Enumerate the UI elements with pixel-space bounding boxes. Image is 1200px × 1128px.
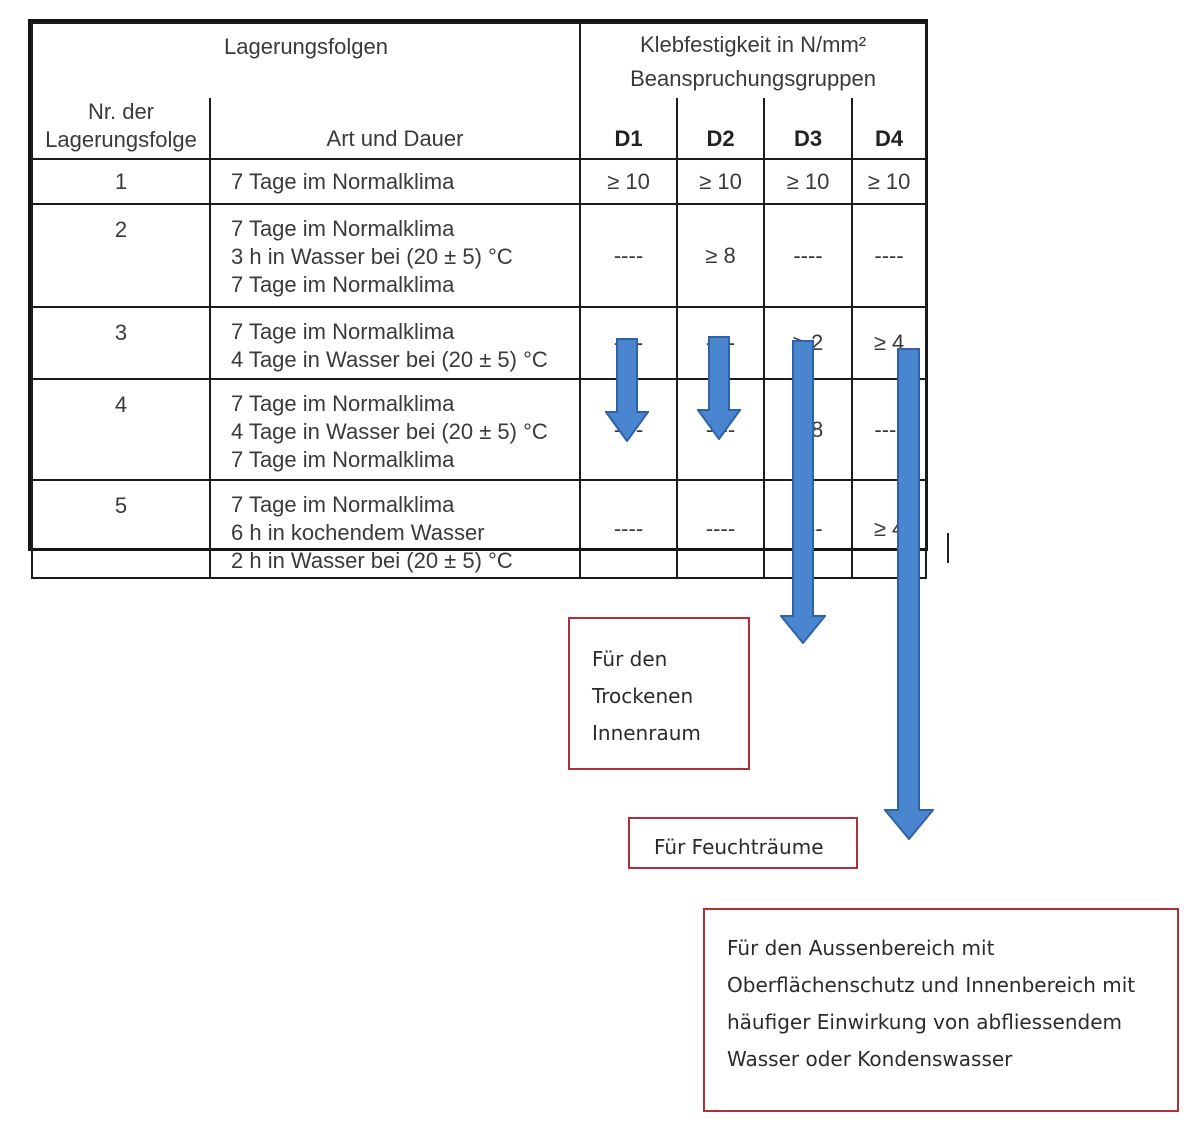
header-art-und-dauer: Art und Dauer	[208, 97, 582, 160]
row-art: 7 Tage im Normalklima 6 h in kochendem W…	[208, 479, 582, 579]
note-dry-interior: Für den Trockenen Innenraum	[568, 617, 750, 770]
cell-d3: ≥ 10	[763, 158, 854, 205]
row-art-line: 7 Tage im Normalklima	[231, 272, 455, 297]
row-art-line: 7 Tage im Normalklima	[231, 492, 455, 517]
header-lagerungsfolgen: Lagerungsfolgen	[30, 22, 582, 97]
row-art: 7 Tage im Normalklima 4 Tage in Wasser b…	[208, 306, 582, 380]
table-row: 2 7 Tage im Normalklima 3 h in Wasser be…	[31, 203, 928, 308]
row-art: 7 Tage im Normalklima	[208, 158, 582, 205]
row-art-line: 6 h in kochendem Wasser	[231, 520, 485, 545]
cell-d2: ≥ 10	[676, 158, 766, 205]
arrow-down-icon	[697, 336, 741, 440]
note-line: Wasser oder Kondenswasser	[727, 1047, 1013, 1071]
header-klebfestigkeit-label: Klebfestigkeit in N/mm²	[639, 32, 867, 57]
header-d2: D2	[676, 97, 766, 160]
header-d1: D1	[579, 97, 679, 160]
text-cursor-mark	[947, 533, 949, 563]
row-art-line: 7 Tage im Normalklima	[231, 216, 455, 241]
row-art-line: 2 h in Wasser bei (20 ± 5) °C	[231, 548, 513, 573]
arrow-down-icon	[605, 338, 649, 442]
cell-d4: ----	[851, 203, 928, 308]
cell-d2: ----	[676, 479, 766, 579]
note-line: Trockenen	[592, 684, 694, 708]
row-art-line: 7 Tage im Normalklima	[231, 391, 455, 416]
cell-d1: ----	[579, 479, 679, 579]
cell-d2: ≥ 8	[676, 203, 766, 308]
header-klebfestigkeit: Klebfestigkeit in N/mm² Beanspruchungsgr…	[579, 22, 928, 97]
table-row: 5 7 Tage im Normalklima 6 h in kochendem…	[31, 479, 928, 579]
row-art-line: 7 Tage im Normalklima	[231, 319, 455, 344]
header-d3: D3	[763, 97, 854, 160]
arrow-down-icon	[780, 340, 826, 644]
note-exterior: Für den Aussenbereich mit Oberflächensch…	[703, 908, 1179, 1112]
note-line: Für Feuchträume	[654, 835, 824, 859]
row-art-line: 4 Tage in Wasser bei (20 ± 5) °C	[231, 419, 548, 444]
header-nr-line1: Nr. der	[87, 99, 155, 124]
note-wet-rooms: Für Feuchträume	[628, 817, 858, 869]
row-nr: 1	[31, 158, 211, 205]
cell-d1: ≥ 10	[579, 158, 679, 205]
note-line: häufiger Einwirkung von abfliessendem	[727, 1010, 1122, 1034]
row-nr: 4	[31, 378, 211, 481]
row-art-line: 4 Tage in Wasser bei (20 ± 5) °C	[231, 347, 548, 372]
note-line: Für den Aussenbereich mit	[727, 936, 995, 960]
row-nr: 5	[31, 479, 211, 579]
row-art: 7 Tage im Normalklima 4 Tage in Wasser b…	[208, 378, 582, 481]
note-line: Oberflächenschutz und Innenbereich mit	[727, 973, 1136, 997]
cell-d4: ≥ 10	[851, 158, 928, 205]
row-art-line: 3 h in Wasser bei (20 ± 5) °C	[231, 244, 513, 269]
row-nr: 3	[31, 306, 211, 380]
note-line: Für den	[592, 647, 668, 671]
bonding-strength-table: Lagerungsfolgen Klebfestigkeit in N/mm² …	[28, 19, 928, 579]
header-nr-line2: Lagerungsfolge	[45, 127, 197, 152]
table-row: 3 7 Tage im Normalklima 4 Tage in Wasser…	[31, 306, 928, 380]
header-d4: D4	[851, 97, 928, 160]
row-nr: 2	[31, 203, 211, 308]
header-gruppen-label: Beanspruchungsgruppen	[630, 66, 876, 91]
storage-sequence-table: Lagerungsfolgen Klebfestigkeit in N/mm² …	[30, 22, 928, 579]
cell-d3: ----	[763, 203, 854, 308]
note-line: Innenraum	[592, 721, 701, 745]
table-row: 1 7 Tage im Normalklima ≥ 10 ≥ 10 ≥ 10 ≥…	[31, 158, 928, 205]
row-art-line: 7 Tage im Normalklima	[231, 447, 455, 472]
arrow-down-icon	[884, 348, 934, 840]
row-art-line: 7 Tage im Normalklima	[231, 168, 455, 194]
row-art: 7 Tage im Normalklima 3 h in Wasser bei …	[208, 203, 582, 308]
cell-d1: ----	[579, 203, 679, 308]
header-nr: Nr. der Lagerungsfolge	[31, 97, 211, 160]
